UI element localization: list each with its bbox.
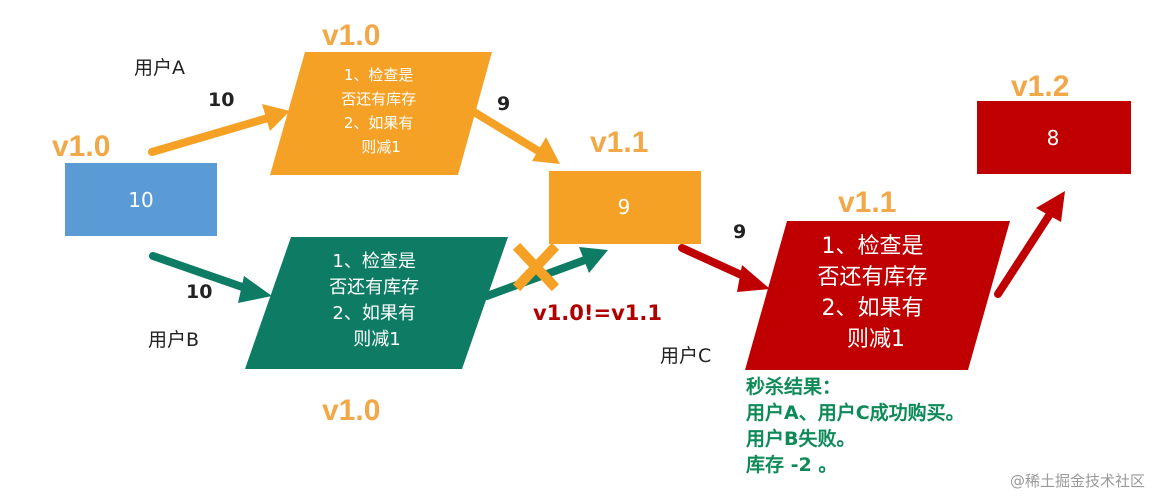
user-a-write-value: 9 [497, 93, 510, 115]
conflict-text: v1.0!=v1.1 [533, 301, 662, 325]
version-label-user-a: v1.0 [322, 19, 380, 52]
result-line: 秒杀结果： [746, 375, 841, 398]
stock-box-final [977, 101, 1131, 174]
stock-box-initial [65, 163, 217, 236]
process-line: 则减1 [361, 138, 401, 156]
version-label-initial: v1.0 [52, 130, 110, 163]
result-line: 库存 -2 。 [746, 453, 837, 476]
user-b-label: 用户B [148, 329, 199, 351]
user-c-label: 用户C [660, 345, 711, 367]
process-line: 2、如果有 [344, 114, 414, 132]
stock-box-mid [549, 171, 701, 244]
result-line: 用户A、用户C成功购买。 [746, 401, 965, 424]
process-line: 则减1 [353, 329, 400, 350]
user-a-read-value: 10 [208, 89, 234, 111]
stock-value-initial: 10 [128, 188, 153, 212]
process-box-user-a [270, 52, 492, 175]
user-c-read-value: 9 [733, 221, 746, 243]
process-line: 否还有库存 [817, 265, 927, 290]
arrow-stock-to-user-b [149, 252, 252, 293]
arrow-user-a-to-stock [470, 108, 544, 156]
version-label-mid: v1.1 [590, 126, 648, 159]
arrowhead-user-a-to-stock [532, 137, 560, 164]
process-line: 否还有库存 [329, 277, 419, 298]
user-b-read-value: 10 [186, 281, 212, 303]
arrowhead-user-c-to-stock [1036, 191, 1065, 222]
arrow-user-c-to-stock [994, 210, 1054, 298]
watermark-text: @稀土掘金技术社区 [1009, 472, 1145, 490]
arrowhead-stock-to-user-b [238, 276, 272, 303]
process-text-user-c: 1、检查是 否还有库存 2、如果有 则减1 [817, 234, 934, 352]
version-label-final: v1.2 [1011, 70, 1069, 103]
result-text: 秒杀结果： 用户A、用户C成功购买。 用户B失败。 库存 -2 。 [746, 375, 971, 476]
process-line: 否还有库存 [341, 90, 416, 108]
process-line: 1、检查是 [822, 234, 924, 259]
process-line: 2、如果有 [332, 303, 415, 324]
arrowhead-stock-to-user-a [262, 104, 290, 131]
process-line: 1、检查是 [332, 251, 415, 272]
arrow-stock-to-user-c [678, 244, 752, 282]
result-line: 用户B失败。 [746, 427, 855, 450]
process-text-user-a: 1、检查是 否还有库存 2、如果有 则减1 [341, 66, 421, 156]
process-box-user-b [245, 237, 508, 369]
version-label-user-b: v1.0 [322, 394, 380, 427]
arrowhead-stock-to-user-c [737, 265, 770, 292]
process-line: 则减1 [847, 327, 905, 352]
process-box-user-c [745, 221, 1010, 370]
process-line: 2、如果有 [822, 296, 924, 321]
stock-value-final: 8 [1047, 126, 1060, 150]
stock-value-mid: 9 [618, 195, 631, 219]
version-label-user-c: v1.1 [838, 186, 896, 219]
user-a-label: 用户A [134, 57, 185, 79]
arrow-user-b-to-stock [483, 256, 589, 300]
conflict-cross-icon [512, 242, 560, 292]
process-line: 1、检查是 [344, 66, 414, 84]
arrow-stock-to-user-a [148, 114, 272, 156]
process-text-user-b: 1、检查是 否还有库存 2、如果有 则减1 [329, 251, 425, 350]
arrowhead-user-b-to-stock [579, 247, 608, 273]
